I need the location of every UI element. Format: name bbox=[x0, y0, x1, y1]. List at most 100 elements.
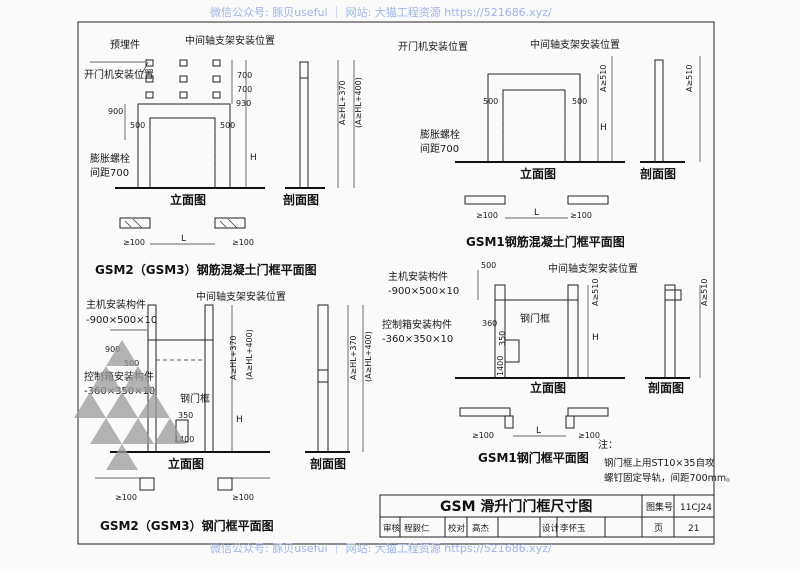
tr-plan-title: GSM1钢筋混凝土门框平面图 bbox=[466, 234, 625, 249]
bl-dim-1400: 1400 bbox=[174, 435, 194, 444]
title-block-atlas-no: 11CJ24 bbox=[680, 503, 712, 513]
tr-section-title: 剖面图 bbox=[640, 166, 676, 181]
title-block-page-label: 页 bbox=[654, 523, 663, 534]
br-plan-title: GSM1钢门框平面图 bbox=[478, 450, 589, 465]
br-main-size-label: -900×500×10 bbox=[388, 286, 459, 297]
br-plan-gt100b: ≥100 bbox=[578, 431, 600, 440]
bottom-left-section bbox=[305, 304, 364, 453]
tl-dim-700a: 700 bbox=[237, 71, 252, 80]
br-elevation-title: 立面图 bbox=[530, 380, 566, 395]
tl-plan-gt100a: ≥100 bbox=[123, 238, 145, 247]
tl-plan-L: L bbox=[181, 234, 186, 244]
tl-spacing-label: 间距700 bbox=[90, 166, 129, 179]
bl-dim-900: 900 bbox=[105, 345, 120, 354]
tl-opener-label: 开门机安装位置 bbox=[84, 68, 154, 81]
bottom-right-plan bbox=[459, 407, 609, 437]
br-center-support-label: 中间轴支架安装位置 bbox=[548, 262, 638, 275]
br-dim-a510-section: A≥510 bbox=[700, 279, 709, 306]
tl-dim-700b: 700 bbox=[237, 85, 252, 94]
note-line-2: 螺钉固定导轨，间距700mm。 bbox=[604, 472, 736, 484]
tr-dim-500a: 500 bbox=[483, 97, 498, 106]
br-main-part-label: 主机安装构件 bbox=[388, 270, 448, 283]
title-block-review-name: 程毅仁 bbox=[404, 523, 430, 534]
watermark-bottom: 微信公众号: 豚贝useful ｜ 网站: 大猫工程资源 https://521… bbox=[210, 541, 552, 555]
top-right-elevation bbox=[455, 56, 625, 163]
tr-plan-L: L bbox=[534, 208, 539, 218]
tl-plan-title: GSM2（GSM3）钢筋混凝土门框平面图 bbox=[95, 262, 317, 277]
title-block-page-no: 21 bbox=[688, 524, 699, 534]
br-plan-gt100a: ≥100 bbox=[472, 431, 494, 440]
br-section-title: 剖面图 bbox=[648, 380, 684, 395]
br-dim-350: 350 bbox=[498, 331, 507, 346]
tr-plan-gt100b: ≥100 bbox=[570, 211, 592, 220]
br-ctrl-part-label: 控制箱安装构件 bbox=[382, 318, 452, 331]
watermark-top: 微信公众号: 豚贝useful ｜ 网站: 大猫工程资源 https://521… bbox=[210, 5, 552, 19]
note-line-1: 钢门框上用ST10×35自攻 bbox=[604, 457, 715, 469]
top-left-elevation bbox=[90, 59, 265, 189]
title-block-review-label: 审核 bbox=[383, 523, 401, 534]
drawing-border bbox=[77, 21, 715, 545]
bl-plan-title: GSM2（GSM3）钢门框平面图 bbox=[100, 518, 274, 533]
tl-dim-ahl400: (A≥HL+400) bbox=[354, 77, 363, 128]
tl-section-title: 剖面图 bbox=[283, 192, 319, 207]
bl-section-title: 剖面图 bbox=[310, 456, 346, 471]
bl-elevation-title: 立面图 bbox=[168, 456, 204, 471]
triangle-logo bbox=[74, 340, 186, 470]
tl-dim-900: 900 bbox=[108, 107, 123, 116]
top-right-section bbox=[640, 56, 701, 163]
br-plan-L: L bbox=[536, 426, 541, 436]
tl-embed-label: 预埋件 bbox=[110, 39, 140, 51]
bl-center-support-label: 中间轴支架安装位置 bbox=[196, 290, 286, 303]
top-right-plan bbox=[464, 195, 609, 219]
bl-dim-ahl370: A≥HL+370 bbox=[229, 335, 238, 380]
title-block-check-label: 校对 bbox=[448, 523, 466, 534]
tr-dim-h: H bbox=[600, 123, 607, 133]
bottom-left-plan bbox=[95, 477, 270, 491]
tr-center-support-label: 中间轴支架安装位置 bbox=[530, 38, 620, 51]
bottom-right-section bbox=[645, 284, 701, 379]
bl-dim-ahl370-section: A≥HL+370 bbox=[349, 335, 358, 380]
tl-dim-930: 930 bbox=[236, 99, 251, 108]
tr-dim-a510-section: A≥510 bbox=[685, 65, 694, 92]
br-dim-1400: 1400 bbox=[496, 356, 505, 376]
tl-dim-500a: 500 bbox=[130, 121, 145, 130]
title-block-design-name: 李怀玉 bbox=[560, 523, 586, 534]
tr-plan-gt100a: ≥100 bbox=[476, 211, 498, 220]
bl-plan-gt100b: ≥100 bbox=[232, 493, 254, 502]
bl-dim-ahl400: (A≥HL+400) bbox=[245, 329, 254, 380]
br-dim-h: H bbox=[592, 333, 599, 343]
tl-dim-ahl370: A≥HL+370 bbox=[338, 80, 347, 125]
tr-elevation-title: 立面图 bbox=[520, 166, 556, 181]
br-dim-500: 500 bbox=[481, 261, 496, 270]
bl-plan-gt100a: ≥100 bbox=[115, 493, 137, 502]
tl-center-support-label: 中间轴支架安装位置 bbox=[185, 34, 275, 47]
bl-main-size-label: -900×500×10 bbox=[86, 315, 157, 326]
tr-dim-a510: A≥510 bbox=[599, 65, 608, 92]
title-block-check-name: 高杰 bbox=[472, 523, 490, 534]
title-block bbox=[379, 494, 715, 538]
bl-dim-350: 350 bbox=[178, 411, 193, 420]
top-left-section bbox=[285, 60, 355, 189]
bl-main-part-label: 主机安装构件 bbox=[86, 298, 146, 311]
title-block-atlas-label: 图集号 bbox=[646, 501, 673, 513]
tr-bolt-label: 膨胀螺栓 bbox=[420, 128, 460, 141]
tl-dim-500b: 500 bbox=[220, 121, 235, 130]
bl-door-frame-label: 钢门框 bbox=[180, 392, 210, 405]
tr-opener-label: 开门机安装位置 bbox=[398, 40, 468, 53]
bottom-right-elevation bbox=[455, 270, 625, 379]
br-dim-a510: A≥510 bbox=[591, 279, 600, 306]
br-ctrl-size-label: -360×350×10 bbox=[382, 334, 453, 345]
top-left-plan bbox=[119, 217, 246, 245]
tl-plan-gt100b: ≥100 bbox=[232, 238, 254, 247]
tl-dim-h: H bbox=[250, 153, 257, 163]
bl-dim-h: H bbox=[236, 415, 243, 425]
tl-bolt-label: 膨胀螺栓 bbox=[90, 152, 130, 165]
bl-dim-ahl400-section: (A≥HL+400) bbox=[364, 331, 373, 382]
br-dim-360: 360 bbox=[482, 319, 497, 328]
tr-dim-500b: 500 bbox=[572, 97, 587, 106]
br-door-frame-label: 钢门框 bbox=[520, 312, 550, 325]
bottom-left-elevation bbox=[110, 304, 270, 453]
title-block-title: GSM 滑升门门框尺寸图 bbox=[440, 498, 592, 515]
